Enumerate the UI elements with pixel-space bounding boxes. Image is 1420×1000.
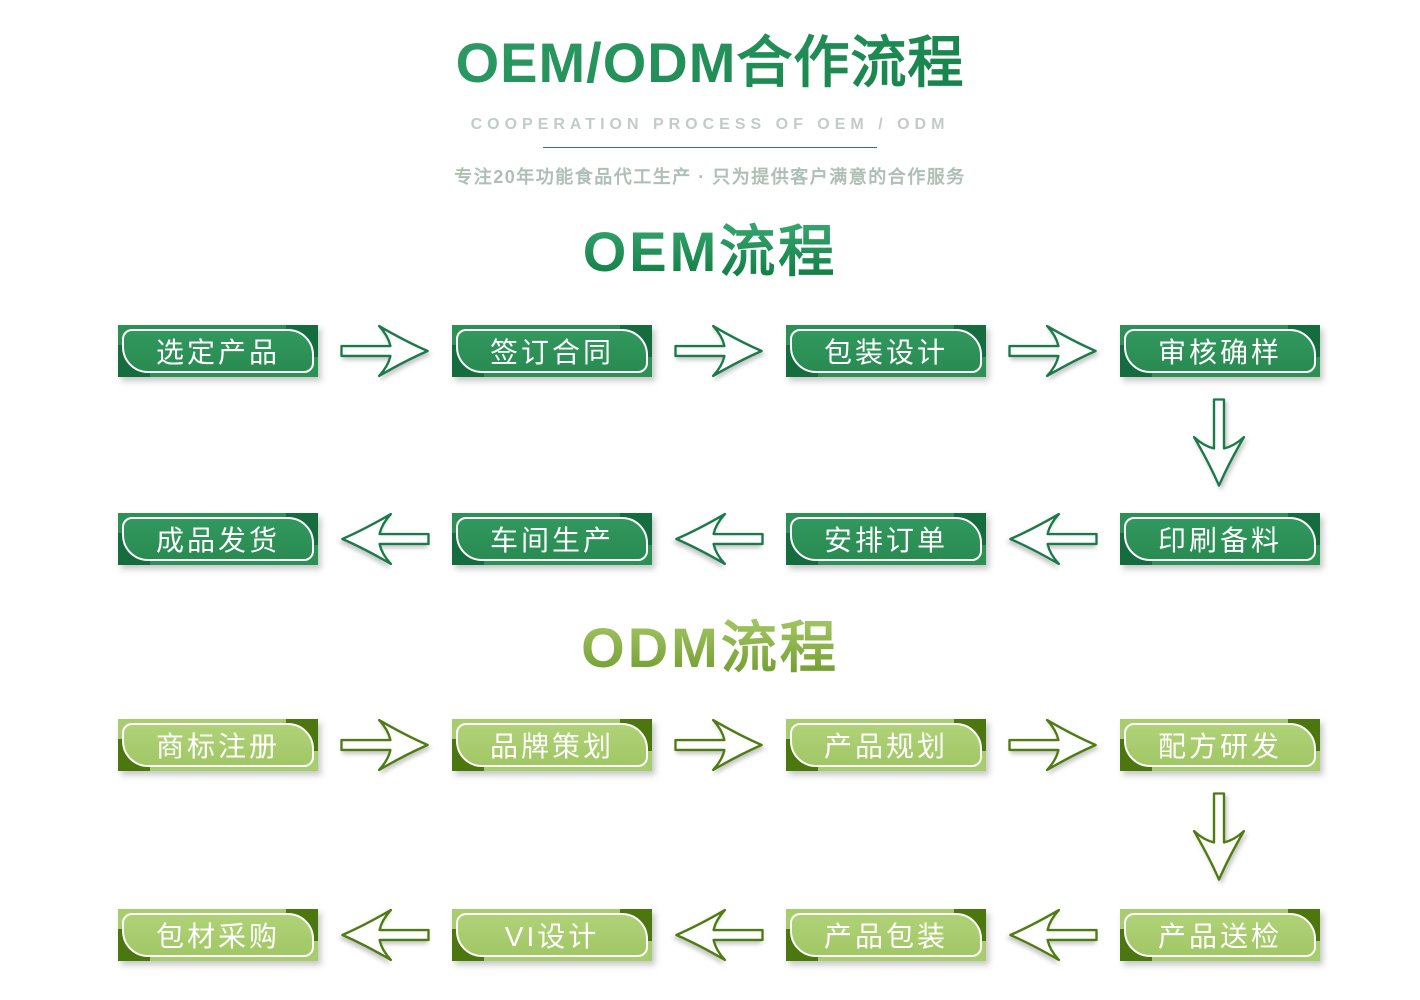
step-label: 包装设计 (823, 337, 948, 368)
step-box-inner: 选定产品 (122, 329, 314, 373)
step-box-inner: 包装设计 (790, 329, 982, 373)
step-box-inner: 审核确样 (1124, 329, 1316, 373)
arrow-down-icon (1192, 398, 1246, 487)
oem-row-forward: 选定产品 签订合同 包装设计 审核确样 (118, 322, 1320, 380)
arrow-slot (1005, 716, 1101, 774)
step-label: 商标注册 (155, 731, 280, 762)
step-box-odm-4: 配方研发 (1120, 719, 1320, 771)
arrow-left-icon (1009, 512, 1098, 566)
step-box-odm-3: 产品规划 (786, 719, 986, 771)
arrow-left-icon (341, 908, 430, 962)
step-box-inner: 产品包装 (790, 913, 982, 957)
arrow-slot (337, 716, 433, 774)
step-box-inner: 产品送检 (1124, 913, 1316, 957)
arrow-slot (337, 510, 433, 568)
step-label: 选定产品 (155, 337, 280, 368)
step-label: 包材采购 (155, 921, 280, 952)
step-box-inner: 商标注册 (122, 723, 314, 767)
step-label: 审核确样 (1157, 337, 1282, 368)
step-label: 配方研发 (1157, 731, 1282, 762)
arrow-left-icon (341, 512, 430, 566)
step-label: 产品规划 (823, 731, 948, 762)
arrow-right-icon (1008, 324, 1097, 378)
step-box-inner: 安排订单 (790, 517, 982, 561)
header-divider (543, 146, 877, 148)
step-box-inner: 成品发货 (122, 517, 314, 561)
arrow-right-icon (674, 324, 763, 378)
page-title: OEM/ODM合作流程 (0, 32, 1420, 94)
step-label: VI设计 (504, 921, 600, 952)
step-label: 产品送检 (1157, 921, 1282, 952)
arrow-slot (671, 322, 767, 380)
step-box-inner: 车间生产 (456, 517, 648, 561)
odm-section-heading: ODM流程 (0, 617, 1420, 679)
oem-section-heading: OEM流程 (0, 221, 1420, 283)
step-box-odm-5: 产品送检 (1120, 909, 1320, 961)
arrow-right-icon (674, 718, 763, 772)
arrow-left-icon (1009, 908, 1098, 962)
step-label: 车间生产 (489, 525, 614, 556)
step-box-oem-4: 审核确样 (1120, 325, 1320, 377)
step-box-inner: 包材采购 (122, 913, 314, 957)
step-label: 成品发货 (155, 525, 280, 556)
arrow-slot (337, 322, 433, 380)
arrow-slot (671, 510, 767, 568)
step-box-inner: 品牌策划 (456, 723, 648, 767)
step-box-oem-8: 成品发货 (118, 513, 318, 565)
header: OEM/ODM合作流程 COOPERATION PROCESS OF OEM /… (0, 32, 1420, 189)
step-box-inner: 签订合同 (456, 329, 648, 373)
arrow-right-icon (340, 718, 429, 772)
header-tagline: 专注20年功能食品代工生产 · 只为提供客户满意的合作服务 (454, 166, 966, 187)
arrow-slot (337, 906, 433, 964)
step-label: 印刷备料 (1157, 525, 1282, 556)
page-subtitle: COOPERATION PROCESS OF OEM / ODM (470, 115, 950, 133)
step-box-inner: 配方研发 (1124, 723, 1316, 767)
step-box-odm-8: 包材采购 (118, 909, 318, 961)
step-label: 品牌策划 (489, 731, 614, 762)
arrow-slot (1005, 322, 1101, 380)
arrow-slot (1005, 906, 1101, 964)
arrow-slot (1005, 510, 1101, 568)
step-label: 产品包装 (823, 921, 948, 952)
step-label: 安排订单 (823, 525, 948, 556)
step-box-odm-7: VI设计 (452, 909, 652, 961)
arrow-right-icon (340, 324, 429, 378)
step-box-inner: 印刷备料 (1124, 517, 1316, 561)
step-box-odm-2: 品牌策划 (452, 719, 652, 771)
arrow-left-icon (675, 512, 764, 566)
arrow-slot (671, 716, 767, 774)
step-box-oem-6: 安排订单 (786, 513, 986, 565)
step-box-odm-1: 商标注册 (118, 719, 318, 771)
step-box-oem-5: 印刷备料 (1120, 513, 1320, 565)
step-label: 签订合同 (489, 337, 614, 368)
oem-row-backward: 成品发货 车间生产 安排订单 印刷备料 (118, 510, 1320, 568)
odm-row-backward: 包材采购 VI设计 产品包装 产品送检 (118, 906, 1320, 964)
arrow-left-icon (675, 908, 764, 962)
step-box-inner: 产品规划 (790, 723, 982, 767)
arrow-slot (671, 906, 767, 964)
arrow-down-icon (1192, 792, 1246, 881)
step-box-inner: VI设计 (456, 913, 648, 957)
odm-row-forward: 商标注册 品牌策划 产品规划 配方研发 (118, 716, 1320, 774)
step-box-oem-2: 签订合同 (452, 325, 652, 377)
step-box-odm-6: 产品包装 (786, 909, 986, 961)
step-box-oem-3: 包装设计 (786, 325, 986, 377)
step-box-oem-7: 车间生产 (452, 513, 652, 565)
step-box-oem-1: 选定产品 (118, 325, 318, 377)
arrow-right-icon (1008, 718, 1097, 772)
